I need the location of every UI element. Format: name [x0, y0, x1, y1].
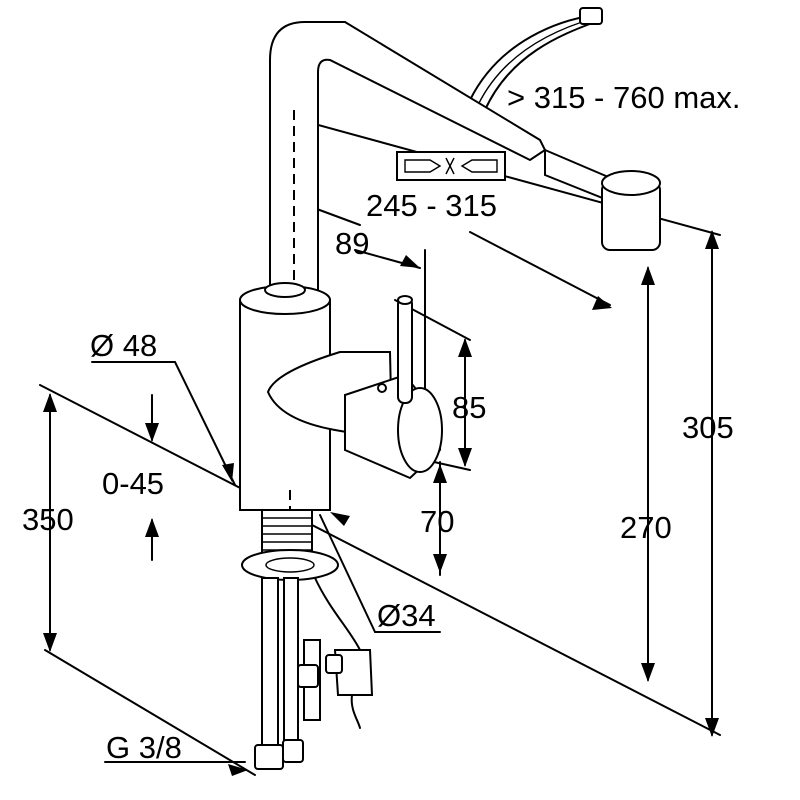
dimension-labels: > 315 - 760 max. 245 - 315 89 Ø 48 85 0-…: [22, 80, 741, 765]
threaded-shank: [241, 509, 339, 581]
label-connection: G 3/8: [106, 730, 182, 765]
label-spout-offset: 89: [335, 226, 369, 261]
label-spout-height: 270: [620, 510, 672, 545]
label-base-diameter: Ø 48: [90, 328, 157, 363]
label-lever-height: 85: [452, 390, 486, 425]
label-deck-thickness: 0-45: [102, 466, 164, 501]
pull-out-hose: [469, 7, 603, 111]
label-hose-reach: > 315 - 760 max.: [507, 80, 741, 115]
supply-hoses: [254, 577, 374, 770]
handspray: [544, 148, 661, 251]
label-lever-base: 70: [420, 504, 454, 539]
label-total-height: 350: [22, 502, 74, 537]
lever-handle: [344, 295, 443, 480]
label-spout-reach: 245 - 315: [366, 188, 497, 223]
faucet-body: [239, 282, 394, 560]
label-outlet-height: 305: [682, 410, 734, 445]
swivel-arrows-icon: [396, 151, 506, 181]
spout: [269, 21, 547, 291]
label-shank-diameter: Ø34: [377, 598, 436, 633]
